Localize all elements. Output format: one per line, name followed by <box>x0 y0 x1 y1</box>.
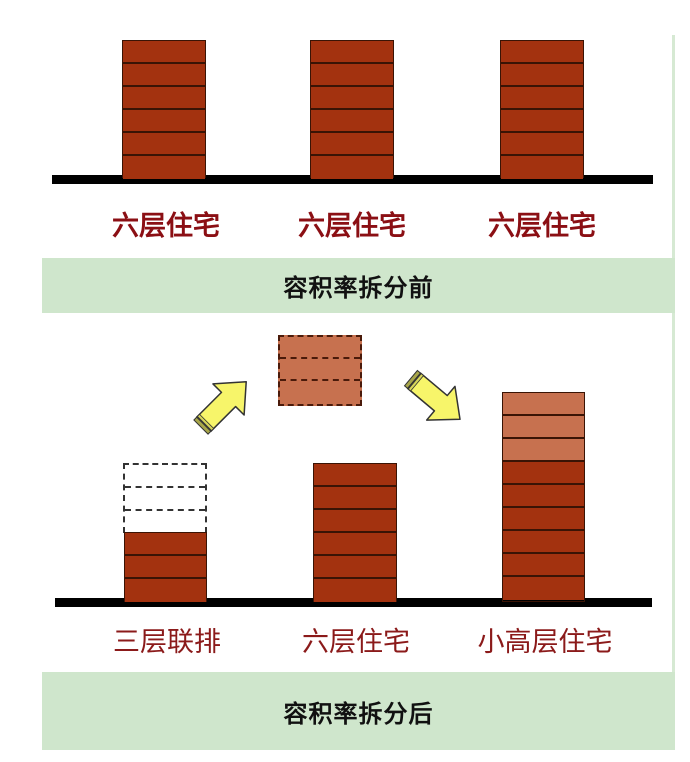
building-label-before-1: 六层住宅 <box>112 211 220 242</box>
arrow-down-right-icon <box>403 369 461 421</box>
building-after-1 <box>124 532 207 602</box>
caption-band-after: 容积率拆分后 <box>42 672 675 750</box>
building-label-after-2: 六层住宅 <box>302 627 410 658</box>
building-after-3 <box>502 392 585 602</box>
caption-before: 容积率拆分前 <box>283 274 434 302</box>
caption-band-before: 容积率拆分前 <box>42 258 675 313</box>
building-label-before-3: 六层住宅 <box>488 211 596 242</box>
building-before-2 <box>310 40 394 179</box>
caption-after: 容积率拆分后 <box>283 699 434 728</box>
building-label-after-3: 小高层住宅 <box>477 627 613 658</box>
ground-line-before <box>52 175 653 184</box>
building-after-2 <box>313 463 397 602</box>
building-before-3 <box>500 40 584 179</box>
building-label-after-1: 三层联排 <box>113 627 221 658</box>
arrow-up-right-icon <box>193 381 247 435</box>
removed-floors-outline <box>123 463 207 533</box>
building-before-1 <box>122 40 206 179</box>
moved-floors-block <box>278 335 362 406</box>
ground-line-after <box>55 598 652 607</box>
frame-border <box>672 35 675 675</box>
building-label-before-2: 六层住宅 <box>298 211 406 242</box>
